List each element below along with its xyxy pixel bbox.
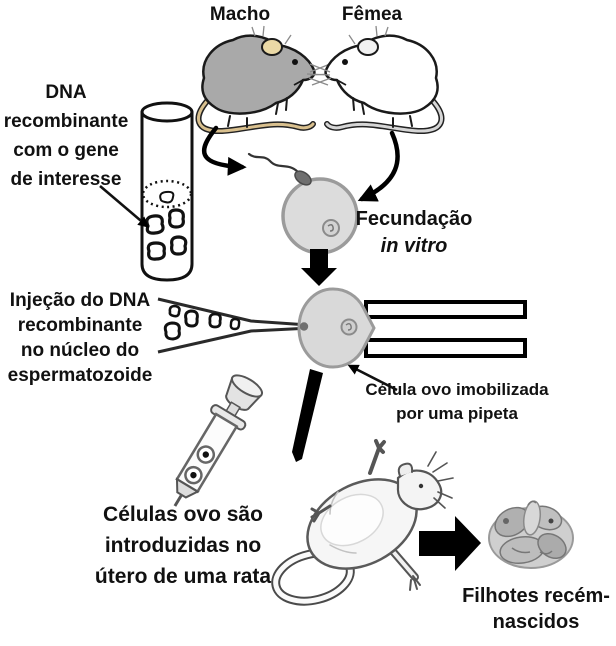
tube-dotted-region: [141, 179, 193, 209]
male-mouse-eye: [292, 59, 298, 65]
dna-label: DNA recombinante com o gene de interesse: [2, 78, 130, 194]
holding-pipette-icon: [364, 300, 527, 358]
dna-fragment: [184, 309, 199, 328]
dna-label-line3: com o gene: [13, 140, 119, 161]
implantation-label-line2: introduzidas no: [104, 534, 262, 557]
female-label: Fêmea: [341, 4, 403, 25]
right-arrow-icon: [419, 516, 481, 571]
rat-front-leg-up: [368, 439, 386, 475]
diagonal-arrow-icon: [292, 369, 323, 462]
injection-label-line2: recombinante: [17, 315, 143, 336]
rat-head: [396, 469, 443, 511]
rat-whiskers: [427, 451, 454, 509]
fertilization-label-line2: in vitro: [380, 235, 448, 257]
fertilization-label: Fecundação in vitro: [352, 206, 476, 260]
female-mouse-icon: [306, 25, 445, 135]
dna-fragment: [208, 312, 222, 329]
dna-fragment: [146, 241, 166, 261]
needle-tip-dot: [299, 322, 309, 331]
immobilized-egg-label: Célula ovo imobilizada por uma pipeta: [352, 378, 562, 426]
dna-label-line2: recombinante: [3, 111, 129, 132]
test-tube-icon: [99, 101, 194, 282]
egg-nucleus: [340, 318, 358, 336]
dna-fragment: [168, 304, 181, 318]
dna-label-line4: de interesse: [10, 169, 122, 190]
injection-pipette-icon: [157, 297, 302, 354]
implantation-label-line1: Células ovo são: [103, 503, 263, 526]
female-mouse-eye: [342, 59, 348, 65]
injection-label: Injeção do DNA recombinante no núcleo do…: [0, 288, 160, 388]
male-label: Macho: [209, 4, 271, 25]
injection-label-line1: Injeção do DNA: [9, 290, 151, 311]
dna-fragment: [170, 235, 188, 256]
newborn-pups-icon: [488, 500, 574, 569]
female-to-egg-arrow: [357, 130, 400, 202]
sperm-head: [294, 170, 312, 186]
held-egg-cell-icon: [297, 287, 376, 369]
implantation-label-line3: útero de uma rata: [94, 565, 272, 588]
male-mouse-ear: [261, 38, 283, 56]
injection-label-line4: espermatozoide: [7, 365, 153, 386]
fertilization-label-line1: Fecundação: [355, 208, 473, 230]
dna-fragment: [229, 317, 241, 331]
held-egg-label-arrow: [347, 364, 398, 392]
egg-nucleus: [322, 219, 340, 237]
sperm-tail: [247, 152, 300, 174]
offspring-label: Filhotes recém- nascidos: [436, 583, 616, 635]
rat-icon: [271, 439, 454, 606]
dna-label-arrow: [99, 185, 150, 228]
egg-cell-icon: [247, 152, 359, 255]
implantation-label: Células ovo são introduzidas no útero de…: [83, 499, 283, 592]
rat-eye: [418, 483, 424, 489]
dna-fragment: [168, 208, 185, 229]
syringe-icon: [173, 374, 264, 507]
immobilized-egg-label-line2: por uma pipeta: [396, 404, 518, 423]
offspring-label-line1: Filhotes recém-: [462, 585, 610, 607]
offspring-label-line2: nascidos: [492, 611, 580, 633]
dna-fragment: [145, 214, 165, 235]
dna-label-line1: DNA: [45, 82, 87, 103]
female-mouse-ear: [357, 38, 379, 56]
rat-front-paw: [310, 504, 332, 523]
male-mouse-icon: [195, 25, 334, 135]
immobilized-egg-label-line1: Célula ovo imobilizada: [365, 380, 549, 399]
rat-ear: [397, 462, 414, 477]
dna-fragment: [163, 321, 181, 341]
injection-label-line3: no núcleo do: [20, 340, 140, 361]
male-to-egg-arrow: [201, 125, 247, 176]
down-arrow-icon: [301, 249, 337, 286]
